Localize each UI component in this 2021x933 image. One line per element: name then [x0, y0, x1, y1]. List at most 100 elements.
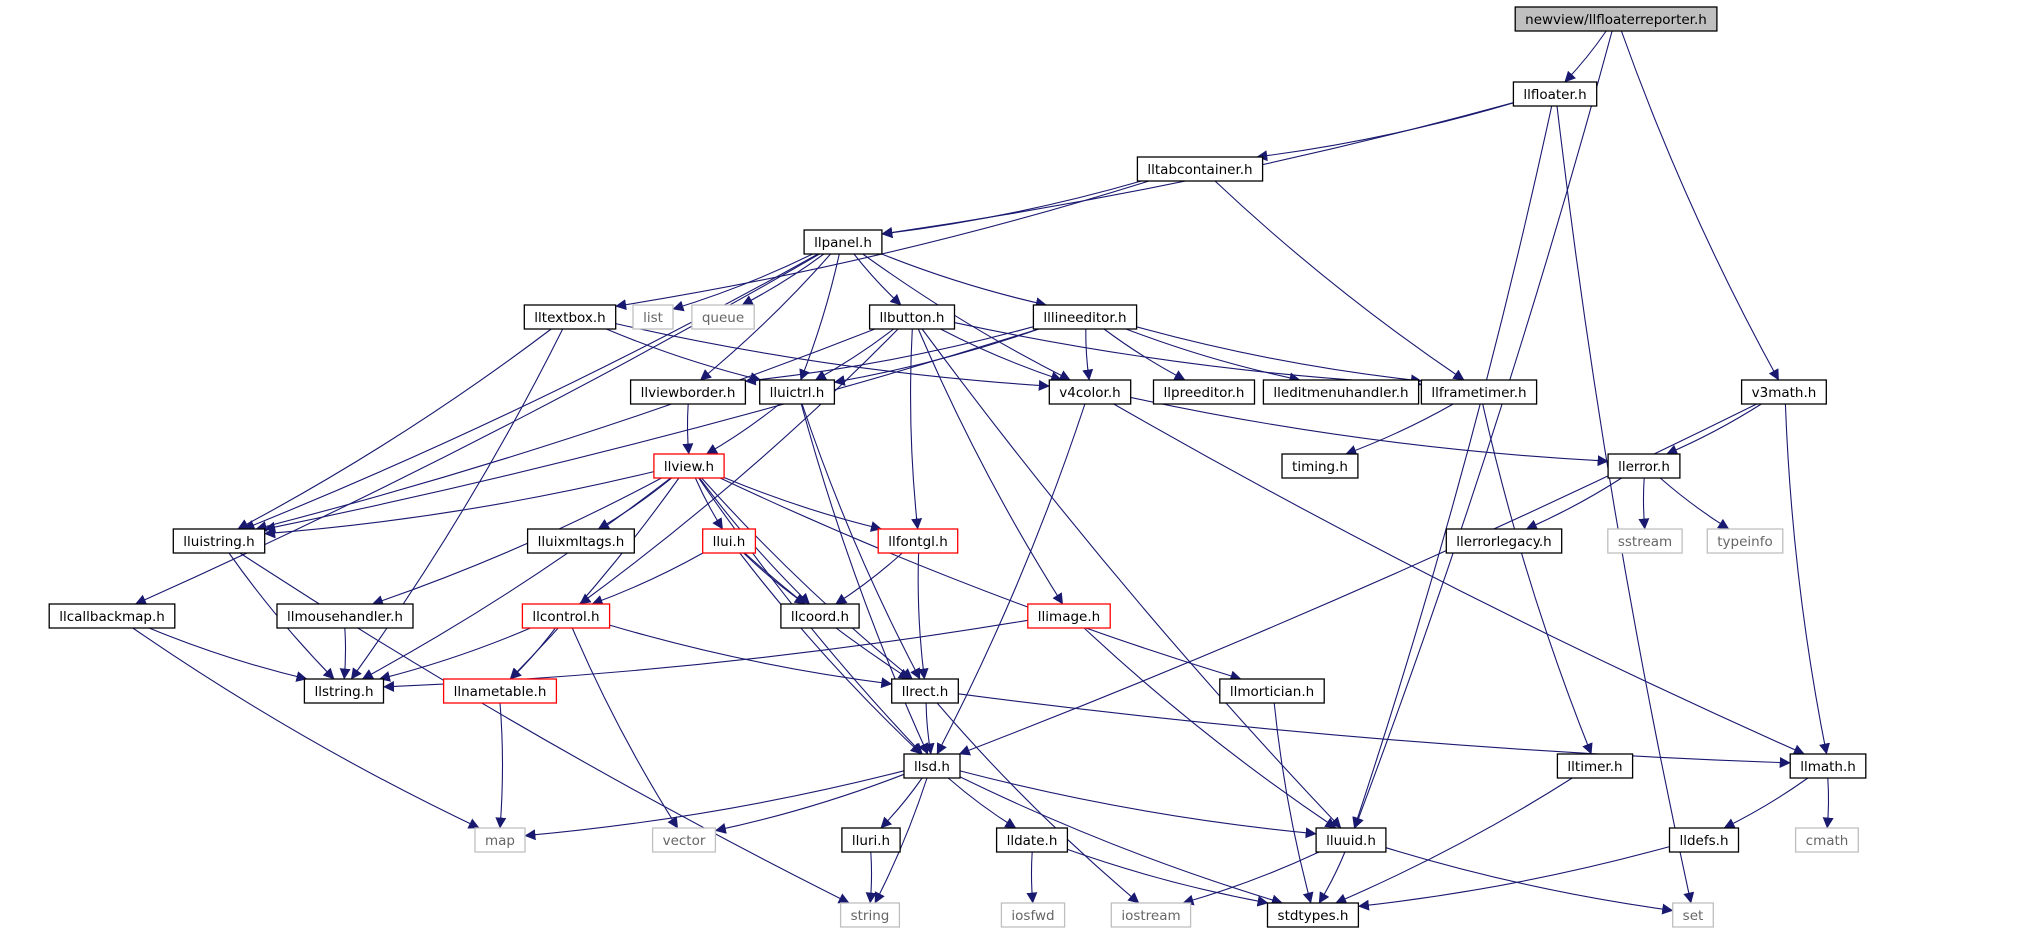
node-box-v4color — [1048, 379, 1132, 405]
edge-v4color-to-llerror — [1130, 396, 1609, 467]
node-box-cmath — [1794, 827, 1859, 853]
node-lluuid: lluuid.h — [1315, 827, 1387, 853]
node-iosfwd: iosfwd — [1000, 902, 1066, 928]
node-llui: llui.h — [702, 528, 757, 554]
edge-v3math-to-llerror — [1666, 403, 1762, 455]
node-box-lltabcontainer — [1136, 156, 1264, 182]
node-label-llframetimer: llframetimer.h — [1431, 385, 1526, 401]
node-box-llui — [702, 528, 757, 554]
node-label-llerror: llerror.h — [1618, 459, 1670, 475]
edges-layer — [132, 30, 1834, 915]
node-label-timing: timing.h — [1292, 459, 1348, 475]
edge-lluuid-to-iostream — [1182, 851, 1320, 906]
node-label-lleditmenuhandler: lleditmenuhandler.h — [1273, 385, 1408, 401]
node-box-llpreeditor — [1152, 379, 1256, 405]
edge-lluictrl-to-llrect — [801, 403, 921, 680]
edge-v3math-to-llmath — [1784, 403, 1830, 755]
edge-llsd-to-lluri — [880, 777, 923, 829]
node-label-llcontrol: llcontrol.h — [532, 609, 599, 625]
node-lluictrl: lluictrl.h — [759, 379, 836, 405]
edge-llimage-to-llstring — [383, 619, 1028, 692]
node-box-lluistring — [172, 528, 266, 554]
node-box-lllineeditor — [1032, 304, 1138, 330]
edge-lltextbox-to-v4color — [615, 323, 1050, 391]
node-box-llimage — [1027, 603, 1111, 629]
node-v3math: v3math.h — [1740, 379, 1827, 405]
node-box-iostream — [1110, 902, 1192, 928]
node-label-root: newview/llfloaterreporter.h — [1525, 12, 1707, 28]
node-timing: timing.h — [1281, 453, 1359, 479]
node-box-lluixmltags — [526, 528, 635, 554]
node-box-llerror — [1607, 453, 1681, 479]
edge-llbutton-to-llcontrol — [579, 328, 899, 605]
edge-lltextbox-to-llstring — [350, 328, 564, 680]
node-lluistring: lluistring.h — [172, 528, 266, 554]
edge-lllineeditor-to-lleditmenuhandler — [1125, 328, 1301, 384]
node-label-map: map — [485, 833, 515, 849]
node-label-lldefs: lldefs.h — [1679, 833, 1728, 849]
node-box-llfontgl — [877, 528, 959, 554]
node-box-llviewborder — [629, 379, 747, 405]
edge-llpanel-to-lluistring — [243, 253, 819, 531]
edge-llview-to-llstring — [361, 477, 671, 680]
node-box-llcallbackmap — [48, 603, 176, 629]
node-iostream: iostream — [1110, 902, 1192, 928]
edge-v4color-to-llsd — [936, 403, 1086, 755]
edge-llui-to-llsd — [739, 552, 922, 755]
node-label-sstream: sstream — [1618, 534, 1672, 550]
node-root: newview/llfloaterreporter.h — [1514, 6, 1718, 32]
node-box-llstring — [303, 678, 385, 704]
node-label-llstring: llstring.h — [314, 684, 373, 700]
edge-root-to-v3math — [1620, 30, 1780, 381]
node-lleditmenuhandler: lleditmenuhandler.h — [1262, 379, 1420, 405]
edge-llbutton-to-llfontgl — [909, 328, 923, 530]
node-llnametable: llnametable.h — [442, 678, 558, 704]
edge-llcontrol-to-llstring — [378, 627, 531, 682]
node-box-lldate — [995, 827, 1069, 853]
edge-llpanel-to-lluictrl — [799, 253, 840, 381]
node-label-list: list — [643, 310, 663, 326]
edge-llview-to-llmousehandler — [371, 477, 662, 606]
edge-root-to-lluuid — [1353, 30, 1613, 829]
edge-lldate-to-iosfwd — [1026, 851, 1038, 904]
edge-llbutton-to-lluuid — [921, 328, 1342, 829]
node-label-lluistring: lluistring.h — [183, 534, 254, 550]
edge-llcontrol-to-llnametable — [510, 627, 556, 680]
edge-lluuid-to-set — [1385, 847, 1674, 915]
node-lltabcontainer: lltabcontainer.h — [1136, 156, 1264, 182]
node-llbutton: llbutton.h — [868, 304, 956, 330]
node-box-llbutton — [868, 304, 956, 330]
node-label-llimage: llimage.h — [1038, 609, 1100, 625]
edge-lluri-to-string — [865, 851, 877, 904]
node-llview: llview.h — [653, 453, 725, 479]
edge-llview-to-lluixmltags — [597, 477, 673, 530]
node-v4color: v4color.h — [1048, 379, 1132, 405]
edge-llrect-to-llmath — [958, 693, 1791, 769]
edge-lllineeditor-to-lluictrl — [833, 328, 1040, 386]
node-llrect: llrect.h — [891, 678, 959, 704]
node-box-llmortician — [1219, 678, 1325, 704]
node-box-timing — [1281, 453, 1359, 479]
edge-lllineeditor-to-llpreeditor — [1103, 328, 1186, 381]
node-label-lldate: lldate.h — [1007, 833, 1058, 849]
node-label-cmath: cmath — [1806, 833, 1849, 849]
node-box-stdtypes — [1266, 902, 1360, 928]
node-box-llpanel — [803, 229, 883, 255]
node-llerrorlegacy: llerrorlegacy.h — [1445, 528, 1563, 554]
edge-llmortician-to-stdtypes — [1273, 702, 1314, 904]
edge-llrect-to-llsd — [923, 702, 935, 755]
edge-llsd-to-stdtypes — [959, 776, 1283, 906]
node-box-list — [632, 304, 674, 330]
node-label-lluri: lluri.h — [852, 833, 890, 849]
node-llerror: llerror.h — [1607, 453, 1681, 479]
node-llsd: llsd.h — [903, 753, 961, 779]
edge-llerror-to-typeinfo — [1659, 477, 1730, 530]
node-cmath: cmath — [1794, 827, 1859, 853]
edge-llfontgl-to-llrect — [917, 552, 929, 680]
edge-llerror-to-llerrorlegacy — [1525, 477, 1622, 530]
node-llmortician: llmortician.h — [1219, 678, 1325, 704]
node-stdtypes: stdtypes.h — [1266, 902, 1360, 928]
node-label-typeinfo: typeinfo — [1717, 534, 1772, 550]
edge-llimage-to-lluuid — [1083, 627, 1337, 829]
